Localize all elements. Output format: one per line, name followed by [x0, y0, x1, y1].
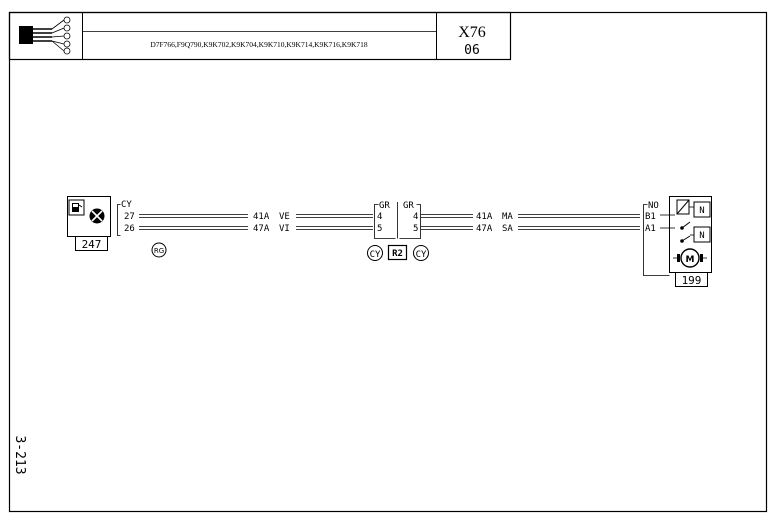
- connector-label-cy-left: CY: [370, 250, 381, 260]
- pin-b1: B1: [645, 212, 656, 222]
- relay-label-2: N: [699, 231, 704, 241]
- connector-left-cy: CY 27 26: [117, 200, 135, 236]
- wire-47A-SA: 47A SA: [421, 224, 640, 234]
- component-199: N N M 199: [660, 196, 712, 287]
- wire-color-MA: MA: [502, 212, 513, 222]
- wire-code-47A-right: 47A: [476, 224, 493, 234]
- pin-4-right: 4: [413, 212, 418, 222]
- pin-27: 27: [124, 212, 135, 222]
- title-block: D7F766,F9Q790,K9K702,K9K704,K9K710,K9K71…: [8, 11, 512, 61]
- motor-label: M: [686, 255, 695, 265]
- wire-41A-VE: 41A VE: [139, 212, 373, 222]
- revision-number: 06: [464, 43, 480, 58]
- component-number-199: 199: [682, 274, 702, 287]
- connector-color-r2-right: GR: [403, 201, 414, 211]
- wire-code-41A-right: 41A: [476, 212, 493, 222]
- relay-label-1: N: [699, 206, 704, 216]
- pin-5-left: 5: [377, 224, 382, 234]
- wire-color-VI: VI: [279, 224, 290, 234]
- ground-symbol: RG: [151, 242, 167, 258]
- harness-connector-icon: [19, 16, 71, 55]
- ground-label: RG: [154, 247, 164, 255]
- wire-color-SA: SA: [502, 224, 513, 234]
- wire-code-41A-left: 41A: [253, 212, 270, 222]
- fuel-pump-icon: [68, 199, 85, 216]
- intermediate-connector-r2: GR GR 4 5 4 5 CY R2 CY: [367, 201, 429, 261]
- wire-code-47A-left: 47A: [253, 224, 270, 234]
- motor-icon: M: [673, 248, 707, 268]
- component-247: 247: [67, 196, 111, 251]
- engine-codes: D7F766,F9Q790,K9K702,K9K704,K9K710,K9K71…: [150, 40, 368, 49]
- relay-icon: N N: [676, 199, 711, 243]
- wire-47A-VI: 47A VI: [139, 224, 373, 234]
- pin-5-right: 5: [413, 224, 418, 234]
- pin-a1: A1: [645, 224, 656, 234]
- connector-right-no: NO B1 A1: [643, 201, 670, 276]
- warning-lamp-icon: [89, 208, 105, 224]
- connector-color-left: CY: [121, 200, 132, 210]
- connector-color-r2-left: GR: [379, 201, 390, 211]
- connector-label-cy-right: CY: [416, 250, 427, 260]
- pin-4-left: 4: [377, 212, 382, 222]
- page-border: [8, 11, 768, 513]
- connector-label-r2: R2: [392, 249, 403, 259]
- wire-41A-MA: 41A MA: [421, 212, 640, 222]
- connector-color-right: NO: [648, 201, 659, 211]
- page-number: 3-213: [12, 435, 27, 474]
- vehicle-code: X76: [458, 24, 486, 41]
- component-number-247: 247: [82, 238, 102, 251]
- pin-26: 26: [124, 224, 135, 234]
- wire-color-VE: VE: [279, 212, 290, 222]
